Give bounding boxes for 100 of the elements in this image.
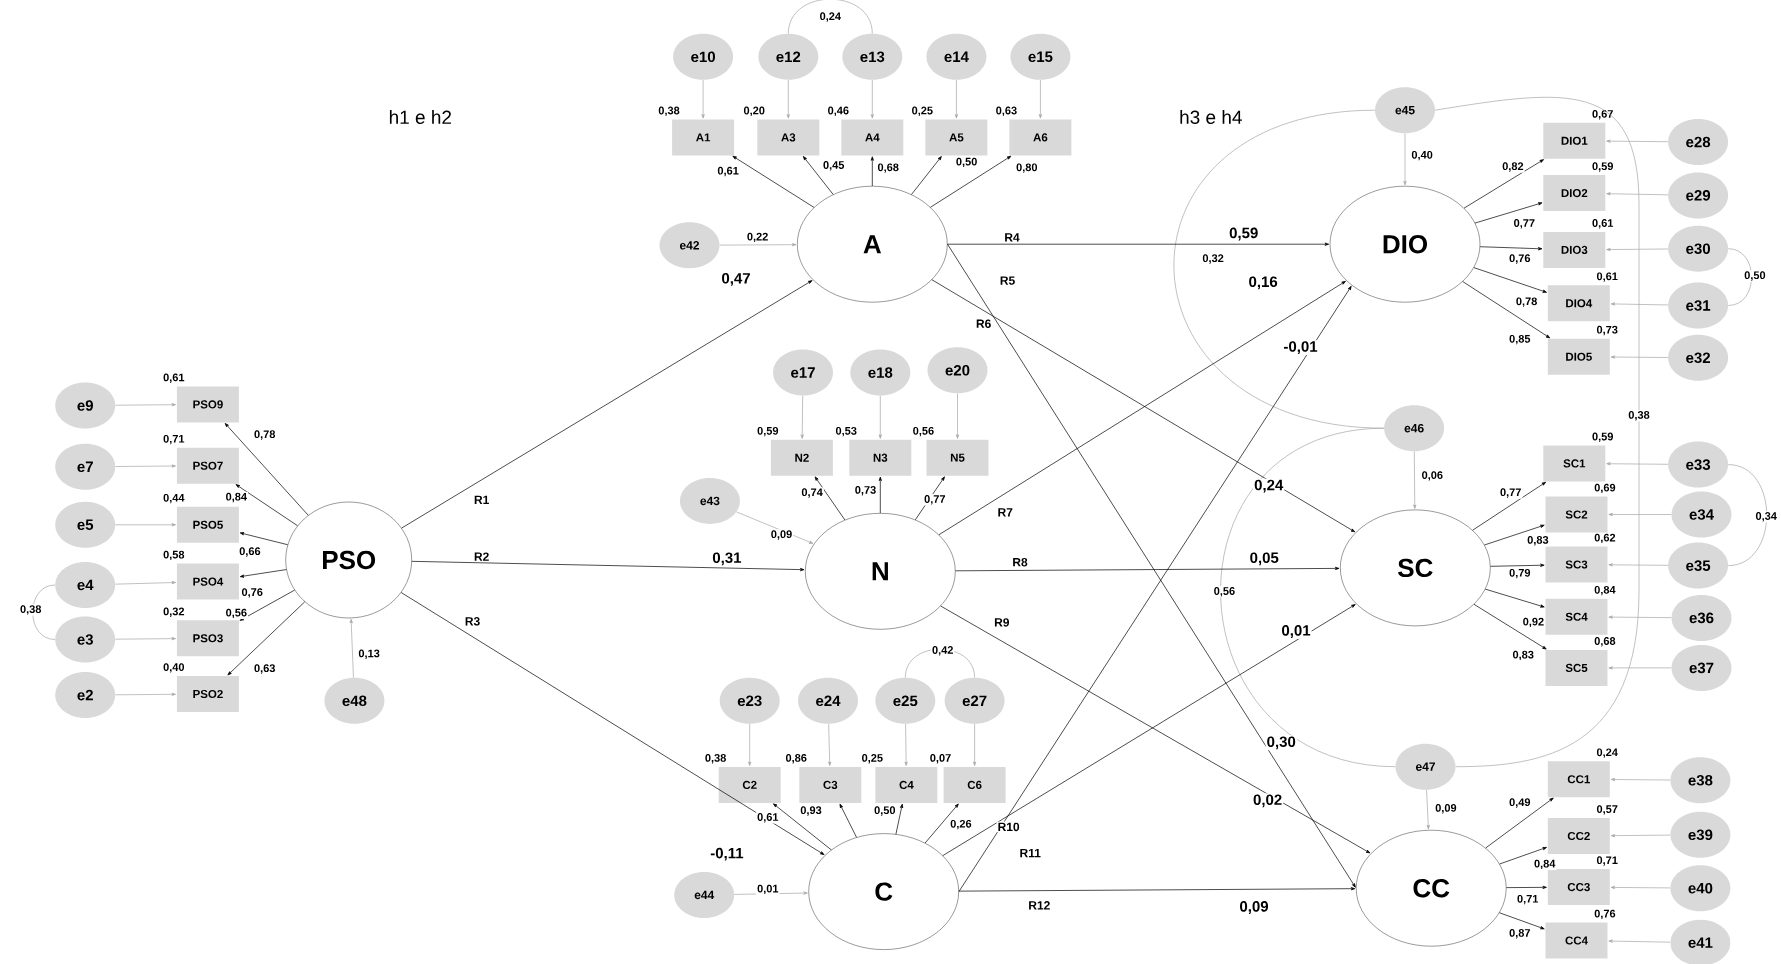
arrow	[878, 395, 882, 439]
arrow	[115, 581, 176, 585]
path-name: R7	[996, 507, 1014, 518]
path-name: R4	[1003, 232, 1021, 243]
arrow	[870, 79, 874, 119]
edge-label: 0,02	[1252, 793, 1284, 809]
edge-label: 0,68	[876, 162, 900, 174]
arrow	[1479, 246, 1543, 251]
value-label: 0,38	[658, 106, 680, 116]
arrow	[1490, 563, 1545, 567]
curved-connector	[1220, 427, 1396, 768]
path-name: R3	[463, 616, 482, 627]
arrow	[239, 569, 287, 578]
indicator-box: A5	[925, 119, 988, 156]
edge-label: 0,71	[1516, 893, 1540, 906]
arrow	[1610, 777, 1671, 782]
edge-label: 0,38	[19, 604, 43, 616]
arrow	[239, 589, 295, 621]
value-label: 0,59	[757, 426, 779, 437]
indicator-box: PSO2	[176, 676, 239, 712]
arrow	[1610, 302, 1669, 306]
edge-label: 0,24	[1253, 478, 1285, 494]
arrow	[1474, 202, 1543, 224]
arrow	[1462, 281, 1551, 339]
value-label: 0,46	[828, 106, 849, 116]
arrow	[701, 79, 705, 119]
path-name: R8	[1011, 556, 1029, 568]
arrow	[224, 423, 309, 516]
arrow	[227, 601, 306, 676]
edge-label: 0,40	[1410, 149, 1434, 162]
arrow	[839, 803, 857, 838]
edge-label: 0,83	[1511, 649, 1535, 662]
value-label: 0,38	[705, 754, 726, 764]
arrow	[115, 637, 176, 641]
arrow	[828, 723, 832, 766]
arrow	[1606, 192, 1669, 196]
heading: h1 e h2	[387, 109, 453, 125]
path-name: R11	[1018, 847, 1042, 859]
edge-label: 0,74	[800, 487, 824, 499]
arrow	[1413, 451, 1417, 509]
value-label: 0,25	[862, 754, 883, 764]
edge-label: 0,01	[756, 883, 780, 896]
indicator-box: A4	[841, 119, 904, 156]
value-label: 0,25	[912, 106, 933, 116]
arrow	[1608, 939, 1671, 943]
arrow	[924, 803, 959, 844]
value-label: 0,20	[743, 106, 765, 116]
edge-label: 0,78	[1514, 296, 1539, 308]
arrow	[1499, 847, 1547, 865]
edge-label: 0,66	[238, 546, 262, 558]
edge-label: 0,45	[822, 160, 846, 172]
value-label: 0,59	[1592, 162, 1613, 172]
value-label: 0,57	[1596, 805, 1618, 815]
arrow	[1499, 912, 1545, 930]
edge-label: 0,47	[720, 272, 752, 287]
edge-label: -0,01	[1282, 340, 1319, 355]
arrow	[802, 156, 834, 195]
edge-label: 0,82	[1501, 161, 1525, 173]
arrow	[1608, 615, 1672, 619]
edge-label: 0,61	[756, 812, 780, 824]
path-name: R2	[472, 551, 491, 562]
value-label: 0,53	[835, 426, 857, 437]
indicator-box: SC5	[1545, 649, 1608, 686]
value-label: 0,44	[163, 493, 185, 504]
indicator-box: DIO1	[1543, 122, 1606, 159]
edge-label: 0,56	[1212, 586, 1237, 598]
curved-connector	[1434, 96, 1640, 768]
edge-label: 0,87	[1508, 928, 1532, 940]
edge-label: 0,79	[1508, 567, 1532, 580]
edge-label: 0,63	[253, 663, 277, 675]
arrow	[958, 887, 1356, 892]
arrow	[736, 511, 814, 544]
indicator-box: DIO4	[1547, 285, 1610, 322]
value-label: 0,84	[1594, 585, 1616, 596]
arrow	[1038, 79, 1042, 119]
edge-label: 0,84	[1533, 858, 1557, 871]
heading: h3 e h4	[1178, 109, 1244, 125]
edge-label: 0,59	[1228, 226, 1260, 242]
edge-label: 0,05	[1248, 551, 1280, 567]
indicator-box: N2	[770, 439, 833, 476]
indicator-box: SC3	[1545, 546, 1608, 583]
indicator-box: C4	[875, 766, 938, 803]
edge-label: 0,38	[1627, 410, 1651, 422]
arrow	[1606, 247, 1669, 252]
arrow	[115, 464, 176, 468]
arrow	[401, 280, 813, 529]
arrow	[1484, 524, 1545, 546]
value-label: 0,71	[1596, 856, 1618, 866]
path-name: R12	[1027, 900, 1052, 911]
indicator-box: SC4	[1545, 598, 1608, 635]
value-label: 0,63	[996, 106, 1017, 116]
value-label: 0,71	[163, 434, 185, 445]
edge-label: 0,09	[769, 529, 794, 541]
indicator-box: C2	[718, 766, 781, 803]
arrow	[814, 476, 846, 521]
edge-label: 0,77	[923, 494, 947, 506]
edge-label: 0,50	[1743, 270, 1767, 282]
arrow	[1606, 139, 1669, 143]
arrow	[1608, 666, 1672, 670]
edge-label: 0,01	[1280, 624, 1312, 639]
